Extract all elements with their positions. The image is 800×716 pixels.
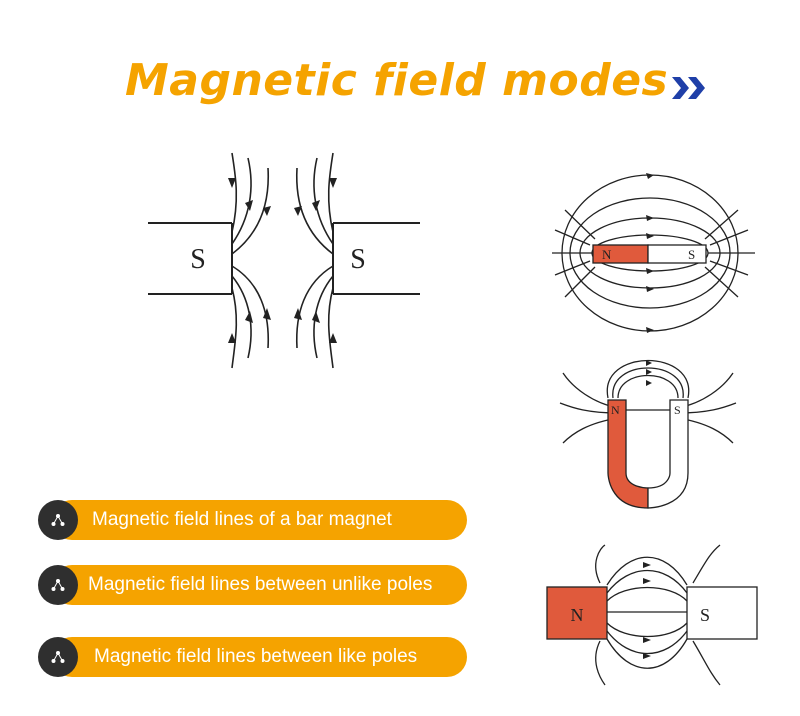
nodes-icon xyxy=(38,500,78,540)
bar-magnet-diagram: N S xyxy=(552,173,755,333)
pole-label: S xyxy=(688,247,695,262)
pole-label: N xyxy=(602,247,612,262)
like-poles-diagram: S S xyxy=(148,152,420,369)
pole-label: S xyxy=(190,244,206,275)
legend-label: Magnetic field lines between unlike pole… xyxy=(88,574,433,595)
pole-label: S xyxy=(700,605,710,625)
legend-label: Magnetic field lines between like poles xyxy=(94,646,418,667)
pole-label: N xyxy=(571,605,584,625)
legend-label: Magnetic field lines of a bar magnet xyxy=(92,509,392,530)
legend-pill xyxy=(52,565,467,605)
unlike-poles-diagram: N S xyxy=(546,544,758,686)
legend-pill xyxy=(52,637,467,677)
page-title: Magnetic field modes xyxy=(125,55,669,106)
double-chevron-icon xyxy=(672,77,705,99)
horseshoe-magnet-diagram: N S xyxy=(559,360,737,509)
pole-label: S xyxy=(350,244,366,275)
legend-pill xyxy=(52,500,467,540)
nodes-icon xyxy=(38,637,78,677)
pole-label: N xyxy=(611,403,620,417)
nodes-icon xyxy=(38,565,78,605)
pole-label: S xyxy=(674,403,681,417)
